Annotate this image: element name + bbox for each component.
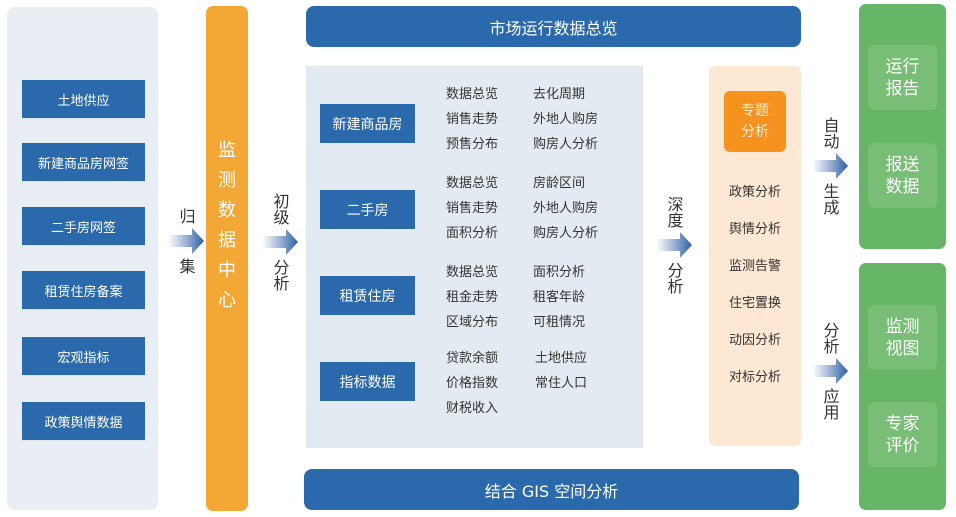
metric-item[interactable]: 外地人购房 <box>533 112 599 127</box>
metric-item[interactable]: 贷款余额 <box>446 351 499 366</box>
category-1-col2: 去化周期 外地人购房 购房人分析 <box>533 86 598 153</box>
arrow-right-icon <box>656 232 692 258</box>
metric-item[interactable]: 房龄区间 <box>533 176 586 191</box>
category-4-col2: 土地供应 常住人口 <box>535 350 587 392</box>
output-label-line1: 运行 <box>885 56 920 77</box>
source-rental-filings[interactable]: 租赁住房备案 <box>22 271 145 309</box>
flow-collect-bottom-label: 集 <box>176 258 196 274</box>
flow-deep-analysis: 深度 分析 <box>654 196 694 294</box>
flow-deep-bottom-label: 分析 <box>664 262 684 294</box>
output-label-line2: 视图 <box>885 338 920 359</box>
metric-item[interactable]: 面积分析 <box>446 226 499 241</box>
category-4-col1: 贷款余额 价格指数 财税收入 <box>446 350 498 417</box>
topic-title-line1: 专题 <box>741 102 769 119</box>
metric-item[interactable]: 数据总览 <box>446 265 499 280</box>
metric-item[interactable]: 预售分布 <box>446 137 499 152</box>
output-label-line2: 评价 <box>885 435 920 456</box>
metric-item[interactable]: 外地人购房 <box>533 201 599 216</box>
arrow-right-icon <box>262 229 298 255</box>
category-resale-housing[interactable]: 二手房 <box>320 190 415 229</box>
flow-primary-bottom-label: 分析 <box>270 259 290 291</box>
category-3-col2: 面积分析 租客年龄 可租情况 <box>533 264 585 331</box>
topic-item-sentiment[interactable]: 舆情分析 <box>728 222 781 237</box>
metric-item[interactable]: 购房人分析 <box>533 226 599 241</box>
source-policy-sentiment[interactable]: 政策舆情数据 <box>22 402 145 440</box>
metric-item[interactable]: 财税收入 <box>446 401 499 416</box>
metric-item[interactable]: 常住人口 <box>535 376 588 391</box>
center-char: 心 <box>218 290 236 311</box>
center-char: 中 <box>218 260 236 281</box>
category-3-col1: 数据总览 租金走势 区域分布 <box>446 264 498 331</box>
flow-collect-top-label: 归 <box>176 208 196 224</box>
monitoring-data-center: 监 测 数 据 中 心 <box>206 6 248 511</box>
topic-title-line2: 分析 <box>741 123 769 140</box>
category-rental-housing[interactable]: 租赁住房 <box>320 276 415 315</box>
flow-deep-top-label: 深度 <box>664 196 684 228</box>
topic-item-benchmark[interactable]: 对标分析 <box>728 370 781 385</box>
metric-item[interactable]: 可租情况 <box>533 315 586 330</box>
category-2-col2: 房龄区间 外地人购房 购房人分析 <box>533 175 598 242</box>
category-2-col1: 数据总览 销售走势 面积分析 <box>446 175 498 242</box>
metric-item[interactable]: 价格指数 <box>446 376 499 391</box>
metric-item[interactable]: 销售走势 <box>446 201 499 216</box>
center-char: 测 <box>218 170 236 191</box>
output-expert-review[interactable]: 专家 评价 <box>868 402 937 467</box>
source-resale-contracts[interactable]: 二手房网签 <box>22 207 145 245</box>
output-panel-apply <box>859 263 946 510</box>
metric-item[interactable]: 租客年龄 <box>533 290 586 305</box>
flow-collect: 归 集 <box>166 208 206 274</box>
arrow-right-icon <box>168 228 204 254</box>
metric-item[interactable]: 数据总览 <box>446 87 499 102</box>
output-label-line2: 报告 <box>885 78 920 99</box>
output-label-line1: 监测 <box>885 316 920 337</box>
category-new-commercial-housing[interactable]: 新建商品房 <box>320 104 415 143</box>
center-char: 据 <box>218 230 236 251</box>
output-panel-generate <box>859 4 946 249</box>
flow-primary-top-label: 初级 <box>270 193 290 225</box>
metric-item[interactable]: 面积分析 <box>533 265 586 280</box>
metric-item[interactable]: 购房人分析 <box>533 137 599 152</box>
market-overview-bar[interactable]: 市场运行数据总览 <box>306 6 801 47</box>
flow-apply-top-label: 分析 <box>820 322 840 354</box>
topic-analysis-header[interactable]: 专题 分析 <box>724 91 786 152</box>
gis-analysis-bar[interactable]: 结合 GIS 空间分析 <box>304 469 799 510</box>
output-monitoring-view[interactable]: 监测 视图 <box>868 305 937 370</box>
center-char: 数 <box>218 200 236 221</box>
metric-item[interactable]: 数据总览 <box>446 176 499 191</box>
flow-apply-bottom-label: 应用 <box>820 388 840 420</box>
output-label-line1: 专家 <box>885 413 920 434</box>
topic-item-policy[interactable]: 政策分析 <box>728 185 781 200</box>
source-land-supply[interactable]: 土地供应 <box>22 80 145 118</box>
market-overview-label: 市场运行数据总览 <box>489 18 618 38</box>
category-1-col1: 数据总览 销售走势 预售分布 <box>446 86 498 153</box>
flow-auto-generate: 自动 生成 <box>810 117 850 215</box>
category-indicator-data[interactable]: 指标数据 <box>320 362 415 401</box>
center-char: 监 <box>218 140 236 161</box>
gis-analysis-label: 结合 GIS 空间分析 <box>484 481 619 501</box>
output-label-line2: 数据 <box>885 176 920 197</box>
metric-item[interactable]: 去化周期 <box>533 87 586 102</box>
output-operation-report[interactable]: 运行 报告 <box>868 45 937 110</box>
arrow-right-icon <box>812 153 848 179</box>
topic-item-alert[interactable]: 监测告警 <box>728 259 781 274</box>
source-new-house-contracts[interactable]: 新建商品房网签 <box>22 143 145 181</box>
output-submit-data[interactable]: 报送 数据 <box>868 143 937 208</box>
flow-primary-analysis: 初级 分析 <box>258 193 302 291</box>
flow-auto-bottom-label: 生成 <box>820 183 840 215</box>
metric-item[interactable]: 土地供应 <box>535 351 588 366</box>
flow-auto-top-label: 自动 <box>820 117 840 149</box>
topic-item-driver[interactable]: 动因分析 <box>728 333 781 348</box>
arrow-right-icon <box>812 358 848 384</box>
metric-item[interactable]: 租金走势 <box>446 290 499 305</box>
source-macro-indicators[interactable]: 宏观指标 <box>22 337 145 375</box>
flow-analysis-apply: 分析 应用 <box>810 322 850 420</box>
metric-item[interactable]: 销售走势 <box>446 112 499 127</box>
output-label-line1: 报送 <box>885 154 920 175</box>
topic-item-housing-swap[interactable]: 住宅置换 <box>728 296 781 311</box>
metric-item[interactable]: 区域分布 <box>446 315 499 330</box>
